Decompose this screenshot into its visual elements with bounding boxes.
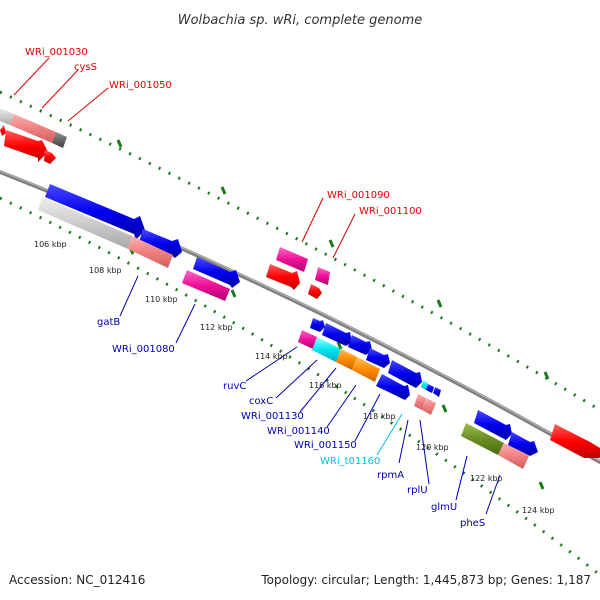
gene-label[interactable]: WRi_001130 xyxy=(241,411,304,422)
kbp-label: 106 kbp xyxy=(34,240,67,249)
gene-feature-blue-arrow[interactable] xyxy=(474,410,512,440)
gene-feature-blue-arrow[interactable] xyxy=(376,374,410,400)
gene-label[interactable]: coxC xyxy=(249,396,273,407)
lower-dotted-track xyxy=(0,196,600,577)
label-leaders-top xyxy=(13,57,356,259)
gene-label[interactable]: rplU xyxy=(407,485,428,496)
gene-feature-red-small[interactable] xyxy=(308,284,322,299)
gene-feature-magenta[interactable] xyxy=(298,330,317,349)
gene-feature-magenta-WRi_001080[interactable] xyxy=(182,270,230,301)
gene-feature-gray-long[interactable] xyxy=(38,197,132,249)
label-leader-cyan xyxy=(376,413,403,456)
gene-feature-pink-rplU[interactable] xyxy=(422,398,436,415)
gene-label[interactable]: WRi_001080 xyxy=(112,344,175,355)
gene-feature-pink-rpmA[interactable] xyxy=(414,394,426,410)
gene-labels-top: WRi_001030 cysS WRi_001050 WRi_001090 WR… xyxy=(25,47,422,217)
gene-feature-cyan-small[interactable] xyxy=(421,380,428,390)
kbp-label: 110 kbp xyxy=(145,295,178,304)
gene-feature-blue-arrow[interactable] xyxy=(388,360,422,388)
kbp-label: 122 kbp xyxy=(470,474,503,483)
upper-features xyxy=(0,108,600,458)
gene-feature-orange[interactable] xyxy=(336,349,357,370)
kbp-label: 114 kbp xyxy=(255,352,288,361)
gene-label[interactable]: glmU xyxy=(431,502,457,513)
gene-feature-pink-gatB[interactable] xyxy=(128,236,173,268)
major-ticks xyxy=(116,139,550,490)
gene-feature-blue-small[interactable] xyxy=(433,387,441,397)
gene-feature-pink-pheS[interactable] xyxy=(498,443,529,469)
gene-feature-blue-small[interactable] xyxy=(426,384,434,393)
gene-feature-cyan[interactable] xyxy=(312,337,341,362)
label-leaders-bottom xyxy=(119,275,501,515)
lower-features xyxy=(38,184,538,469)
map-title: Wolbachia sp. wRi, complete genome xyxy=(178,13,423,28)
gene-feature-blue-arrow[interactable] xyxy=(45,184,145,240)
kbp-label: 112 kbp xyxy=(200,323,233,332)
gene-feature-orange[interactable] xyxy=(352,357,380,382)
gene-feature-darkgray[interactable] xyxy=(52,132,67,148)
gene-label[interactable]: cysS xyxy=(74,62,97,73)
genome-summary-text: Topology: circular; Length: 1,445,873 bp… xyxy=(261,573,591,587)
gene-label[interactable]: WRi_t01160 xyxy=(320,456,380,467)
gene-feature-blue-arrow[interactable] xyxy=(139,229,182,258)
gene-feature-blue-arrow[interactable] xyxy=(348,335,372,355)
gene-feature-red-arrow[interactable] xyxy=(4,130,48,162)
gene-label[interactable]: WRi_001100 xyxy=(359,206,422,217)
kbp-label: 120 kbp xyxy=(416,443,449,452)
gene-feature-red-small[interactable] xyxy=(44,150,56,164)
gene-feature-blue-arrow[interactable] xyxy=(310,318,325,332)
gene-label[interactable]: WRi_001050 xyxy=(109,80,172,91)
gene-labels-bottom: gatB WRi_001080 ruvC coxC WRi_001130 WRi… xyxy=(97,317,485,529)
gene-feature-pink-cysS[interactable] xyxy=(10,114,56,143)
gene-feature-blue-arrow[interactable] xyxy=(322,323,352,346)
gene-label[interactable]: rpmA xyxy=(377,470,404,481)
gene-feature-magenta-small[interactable] xyxy=(315,267,330,285)
kbp-label: 108 kbp xyxy=(89,266,122,275)
gene-feature-blue-arrow[interactable] xyxy=(193,257,240,288)
gene-label[interactable]: WRi_001140 xyxy=(267,426,330,437)
kbp-scale-labels: 106 kbp 108 kbp 110 kbp 112 kbp 114 kbp … xyxy=(34,240,555,515)
gene-feature-olive-glmU[interactable] xyxy=(461,423,504,455)
kbp-label: 118 kbp xyxy=(363,412,396,421)
gene-label[interactable]: ruvC xyxy=(223,381,246,392)
gene-feature-magenta[interactable] xyxy=(276,247,308,272)
gene-feature-red-right[interactable] xyxy=(550,424,600,458)
gene-label[interactable]: WRi_001030 xyxy=(25,47,88,58)
gene-label[interactable]: pheS xyxy=(460,518,485,529)
gene-feature-gray[interactable] xyxy=(0,108,14,125)
gene-label[interactable]: WRi_001150 xyxy=(294,440,357,451)
gene-label[interactable]: gatB xyxy=(97,317,120,328)
gene-label[interactable]: WRi_001090 xyxy=(327,190,390,201)
gene-feature-red-arrow[interactable] xyxy=(266,264,300,290)
gene-feature-red[interactable] xyxy=(0,125,6,136)
kbp-label: 124 kbp xyxy=(522,506,555,515)
accession-text: Accession: NC_012416 xyxy=(9,573,146,587)
gene-feature-blue-arrow[interactable] xyxy=(366,348,390,368)
kbp-label: 116 kbp xyxy=(309,381,342,390)
gene-feature-blue-arrow[interactable] xyxy=(508,432,538,456)
